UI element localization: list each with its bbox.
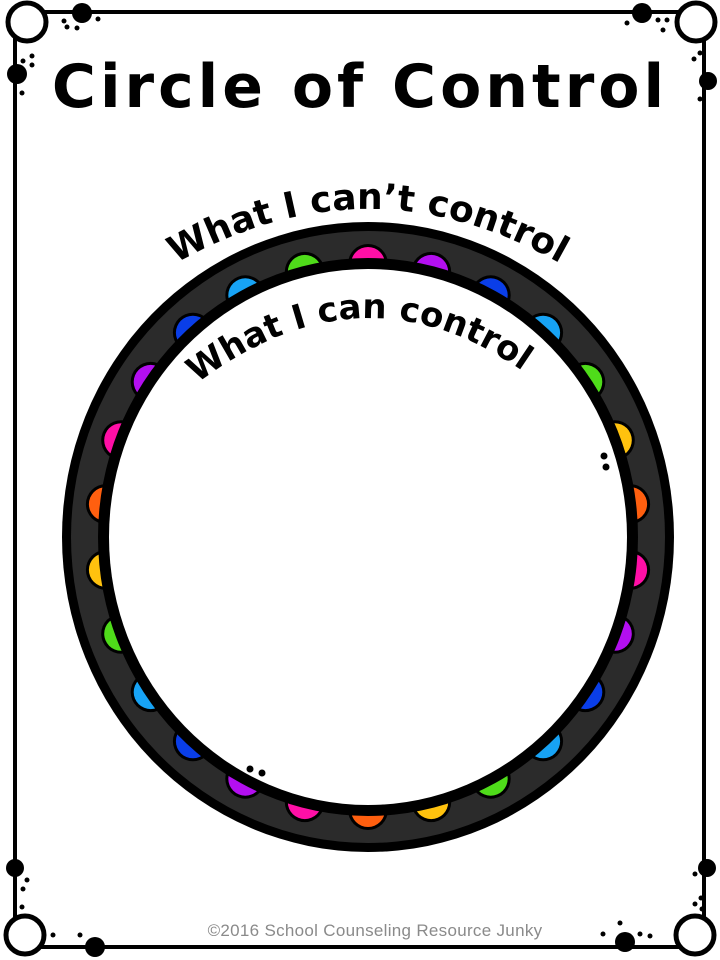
corner-circle-icon [3, 0, 718, 957]
inner-decorative-dots [246, 452, 610, 777]
page-title: Circle of Control [51, 52, 669, 122]
decorative-dots [6, 3, 717, 957]
circle-of-control-ring [62, 222, 674, 852]
copyright-footer: ©2016 School Counseling Resource Junky [207, 921, 543, 940]
inner-writing-area [109, 269, 627, 805]
